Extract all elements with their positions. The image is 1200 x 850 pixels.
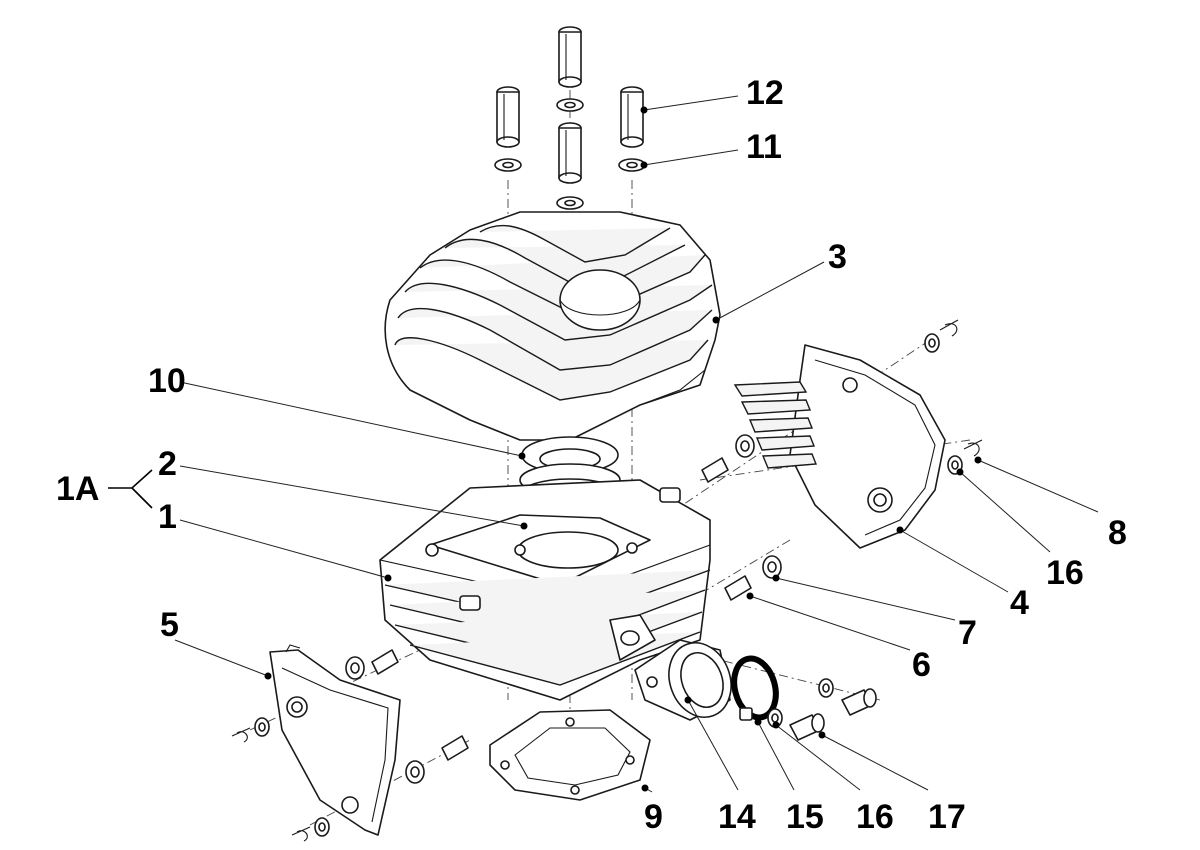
cylinder-head — [384, 211, 721, 441]
callout-16-right: 16 — [1046, 554, 1084, 592]
callout-labels: 12 11 3 10 2 1A 1 8 16 4 7 6 5 9 14 15 1… — [56, 74, 1127, 836]
callout-3: 3 — [828, 238, 847, 276]
callout-17: 17 — [928, 798, 966, 836]
assembly-1A-bracket — [108, 469, 153, 509]
callout-5: 5 — [160, 606, 179, 644]
callout-12: 12 — [746, 74, 784, 112]
callout-4: 4 — [1010, 584, 1029, 622]
callout-14: 14 — [718, 798, 756, 836]
callout-11: 11 — [746, 128, 782, 166]
callout-10: 10 — [148, 362, 186, 400]
callout-9: 9 — [644, 798, 663, 836]
callout-8: 8 — [1108, 514, 1127, 552]
intake-manifold — [634, 639, 732, 721]
hardware — [231, 319, 983, 842]
stud-nut-left — [496, 86, 520, 148]
callout-7: 7 — [958, 614, 977, 652]
leader-lines — [174, 95, 1099, 793]
cylinder-block — [379, 479, 711, 701]
callout-6: 6 — [912, 646, 931, 684]
hose-clamp — [731, 655, 779, 721]
stud-nut-top — [558, 26, 582, 88]
stud-washers — [494, 98, 646, 210]
stud-nut-right — [620, 86, 644, 148]
callout-dots — [264, 106, 982, 792]
callout-1: 1 — [158, 498, 177, 536]
callout-15: 15 — [786, 798, 824, 836]
left-side-cover — [269, 644, 401, 836]
base-gasket — [489, 709, 651, 801]
stud-nuts — [496, 26, 644, 184]
callout-2: 2 — [158, 445, 177, 483]
stud-nut-middle — [558, 122, 582, 184]
right-side-cover — [733, 344, 946, 549]
callout-16-bottom: 16 — [856, 798, 894, 836]
callout-1A: 1A — [56, 470, 99, 508]
